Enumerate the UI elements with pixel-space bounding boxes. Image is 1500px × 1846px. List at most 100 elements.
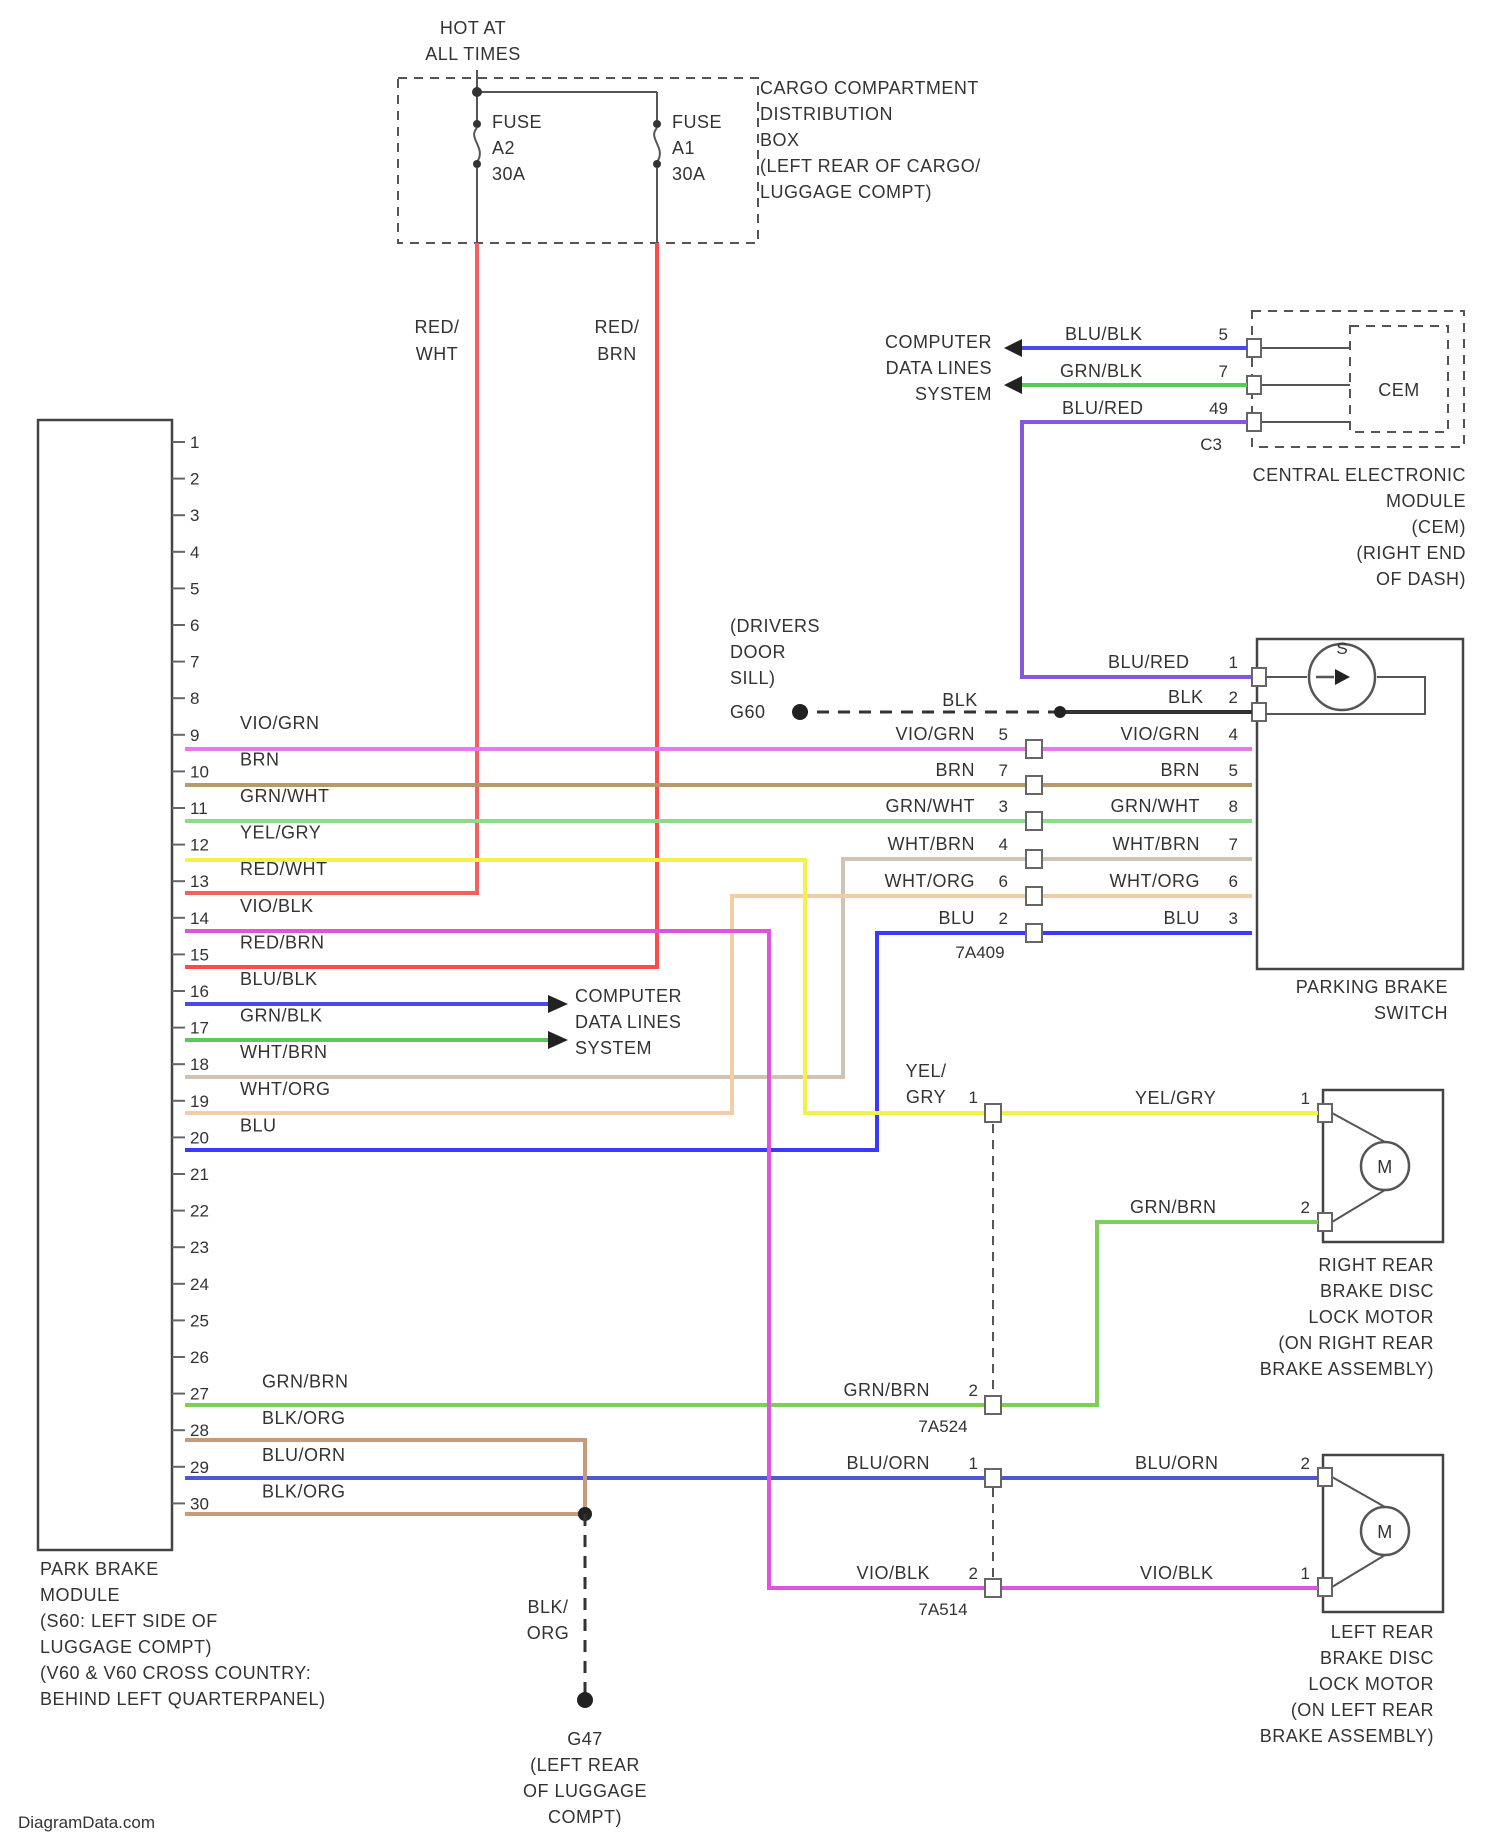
parking-brake-switch-connector xyxy=(1252,668,1266,721)
pin-number: 1 xyxy=(969,1088,978,1107)
module-pin-number: 28 xyxy=(190,1421,209,1440)
caption-line: (S60: LEFT SIDE OF xyxy=(40,1611,218,1631)
cem-internal-leads xyxy=(1256,348,1350,422)
module-pin-number: 3 xyxy=(190,506,199,525)
caption-line: RIGHT REAR xyxy=(1318,1255,1434,1275)
arrow-icon xyxy=(548,995,568,1013)
pin-number: 4 xyxy=(1229,725,1238,744)
ground-g47-icon xyxy=(577,1692,593,1708)
right-motor-connector xyxy=(1318,1104,1332,1231)
parking-brake-switch-body xyxy=(1257,639,1463,969)
module-data-lines-label: COMPUTER DATA LINES SYSTEM xyxy=(575,986,682,1058)
left-motor-connector xyxy=(1318,1468,1332,1596)
pin-number: 2 xyxy=(1301,1454,1310,1473)
pin-number: 7 xyxy=(1229,835,1238,854)
module-pin-number: 8 xyxy=(190,689,199,708)
fuse-terminal xyxy=(653,120,661,128)
caption-line: CENTRAL ELECTRONIC xyxy=(1253,465,1466,485)
data-lines-line: COMPUTER xyxy=(885,332,992,352)
wire-color-label: BRN xyxy=(1160,760,1200,780)
module-pin-number: 6 xyxy=(190,616,199,635)
caption-line: BEHIND LEFT QUARTERPANEL) xyxy=(40,1689,326,1709)
pin-number: 3 xyxy=(999,797,1008,816)
module-pin-number: 24 xyxy=(190,1275,209,1294)
module-pin-number: 12 xyxy=(190,836,209,855)
connector-pin xyxy=(1026,776,1042,794)
module-pin-number: 5 xyxy=(190,579,199,598)
module-pin-number: 26 xyxy=(190,1348,209,1367)
module-pin-number: 1 xyxy=(190,433,199,452)
fuse-element xyxy=(654,128,660,162)
module-wire-color: RED/WHT xyxy=(240,859,328,879)
connector-pin xyxy=(1026,812,1042,830)
module-pin-number: 17 xyxy=(190,1019,209,1038)
wire-color-label: BRN xyxy=(935,760,975,780)
module-pin-number: 13 xyxy=(190,872,209,891)
wire-color-label: WHT/BRN xyxy=(888,834,976,854)
module-wire-color: GRN/BRN xyxy=(262,1372,349,1392)
switch-arrow-icon xyxy=(1335,669,1350,685)
caption-line: SILL) xyxy=(730,668,776,688)
caption-line: BRAKE ASSEMBLY) xyxy=(1260,1359,1434,1379)
pin-number: 2 xyxy=(969,1381,978,1400)
caption-line: DISTRIBUTION xyxy=(760,104,893,124)
module-pin-number: 18 xyxy=(190,1055,209,1074)
caption-line: LEFT REAR xyxy=(1331,1622,1434,1642)
data-lines-line: DATA LINES xyxy=(886,358,992,378)
wire-cem-blu-red xyxy=(1022,422,1252,677)
caption-line: OF DASH) xyxy=(1376,569,1466,589)
caption-line: DOOR xyxy=(730,642,786,662)
fuse-element xyxy=(474,128,480,162)
module-pin-number: 23 xyxy=(190,1238,209,1257)
data-lines-line: COMPUTER xyxy=(575,986,682,1006)
park-brake-module-caption: PARK BRAKE MODULE (S60: LEFT SIDE OF LUG… xyxy=(40,1559,326,1709)
connector-pin xyxy=(985,1396,1001,1414)
wire-color-label: GRN/WHT xyxy=(886,796,975,816)
caption-line: LOCK MOTOR xyxy=(1308,1674,1434,1694)
arrow-icon xyxy=(1004,376,1022,394)
caption-line: (ON LEFT REAR xyxy=(1291,1700,1434,1720)
caption-line: (LEFT REAR OF CARGO/ xyxy=(760,156,981,176)
connector-pin xyxy=(985,1579,1001,1597)
fuse-a2-rating: 30A xyxy=(492,164,526,184)
data-lines-line: SYSTEM xyxy=(575,1038,652,1058)
red-brn-label-1: RED/ xyxy=(594,317,639,337)
module-pin-number: 22 xyxy=(190,1202,209,1221)
wire-vio-blk xyxy=(185,931,1318,1588)
pin-number: 6 xyxy=(1229,872,1238,891)
switch-pin xyxy=(1252,703,1266,721)
caption-line: (ON RIGHT REAR xyxy=(1278,1333,1434,1353)
caption-line: SWITCH xyxy=(1374,1003,1448,1023)
wire-grn-brn xyxy=(185,1222,1318,1405)
cem-pin-number: 49 xyxy=(1209,399,1228,418)
module-pin-number: 10 xyxy=(190,762,209,781)
red-wht-label-2: WHT xyxy=(416,344,458,364)
module-wire-color: WHT/BRN xyxy=(240,1042,328,1062)
connector-pin xyxy=(985,1104,1001,1122)
wire-color-label: VIO/BLK xyxy=(1140,1563,1214,1583)
cem-inner xyxy=(1350,326,1448,432)
switch-internal-leads xyxy=(1266,677,1425,714)
module-pin-number: 29 xyxy=(190,1458,209,1477)
wire-color-label: GRN/BRN xyxy=(1130,1197,1217,1217)
fuse-terminal xyxy=(473,120,481,128)
wire-color-label: BLU xyxy=(1163,908,1200,928)
fuse-a1: FUSE A1 30A xyxy=(653,112,722,184)
module-wire-color: BLU xyxy=(240,1115,277,1135)
module-wire-color: WHT/ORG xyxy=(240,1079,331,1099)
wire-color-label: YEL/GRY xyxy=(1135,1088,1216,1108)
switch-blk-label: BLK xyxy=(1168,687,1204,707)
caption-line: (RIGHT END xyxy=(1356,543,1466,563)
cem-connector-id: C3 xyxy=(1200,435,1222,454)
module-pin-number: 9 xyxy=(190,726,199,745)
wire-color-label: VIO/GRN xyxy=(895,724,975,744)
cem-outline xyxy=(1252,311,1464,447)
cem-wire-color: GRN/BLK xyxy=(1060,361,1143,381)
fuse-a2: FUSE A2 30A xyxy=(473,112,542,184)
motor-pin xyxy=(1318,1578,1332,1596)
wire-color-label: WHT/BRN xyxy=(1113,834,1201,854)
module-pin-number: 25 xyxy=(190,1311,209,1330)
cem-caption: CENTRAL ELECTRONIC MODULE (CEM) (RIGHT E… xyxy=(1253,465,1466,589)
